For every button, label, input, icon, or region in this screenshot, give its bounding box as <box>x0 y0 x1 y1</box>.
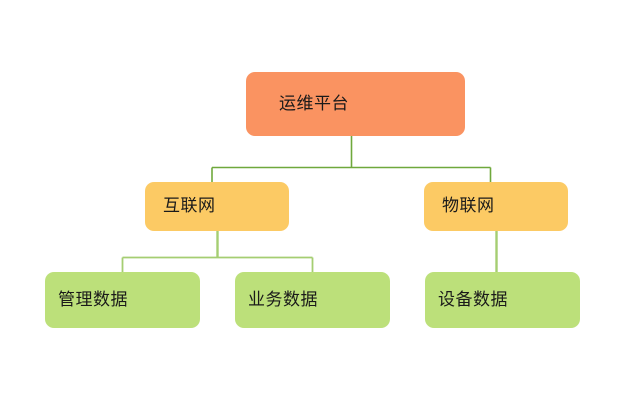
node-internet-label: 互联网 <box>163 196 216 216</box>
node-root-label: 运维平台 <box>279 93 349 114</box>
node-business-data[interactable]: 业务数据 <box>235 272 390 328</box>
node-iot[interactable]: 物联网 <box>424 182 568 231</box>
node-iot-label: 物联网 <box>442 196 495 216</box>
node-device-data-label: 设备数据 <box>438 289 508 310</box>
node-management-data[interactable]: 管理数据 <box>45 272 200 328</box>
node-device-data[interactable]: 设备数据 <box>425 272 580 328</box>
node-business-data-label: 业务数据 <box>248 289 318 310</box>
node-root-ops-platform[interactable]: 运维平台 <box>246 72 465 136</box>
node-internet[interactable]: 互联网 <box>145 182 289 231</box>
node-management-data-label: 管理数据 <box>58 289 128 310</box>
